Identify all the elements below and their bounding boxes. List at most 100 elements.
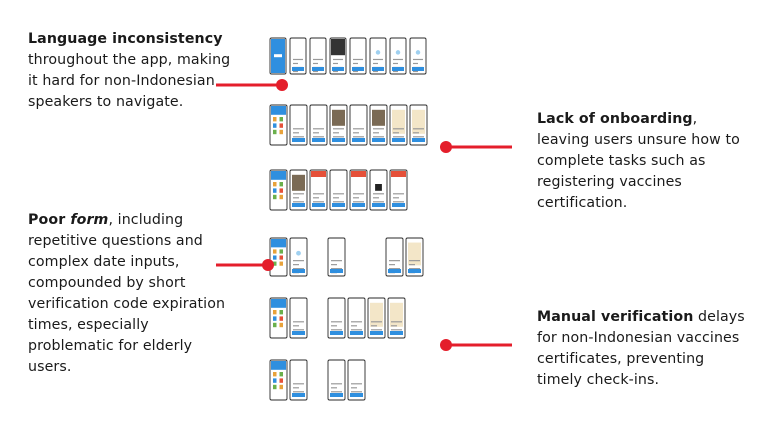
text-line bbox=[331, 268, 342, 270]
action-button bbox=[350, 331, 363, 335]
action-button bbox=[312, 203, 325, 207]
connector-dot bbox=[440, 339, 452, 351]
text-line bbox=[333, 70, 338, 73]
action-button bbox=[312, 138, 325, 142]
action-button bbox=[292, 393, 305, 397]
phone-screen-thumbnail bbox=[289, 237, 308, 277]
home-tile bbox=[279, 372, 283, 377]
connector-dot bbox=[440, 141, 452, 153]
home-tile bbox=[273, 378, 277, 383]
phone-frame bbox=[349, 37, 367, 75]
home-tile bbox=[273, 117, 277, 122]
document-preview bbox=[412, 109, 425, 134]
callout-connectors bbox=[216, 79, 512, 351]
phone-frame bbox=[269, 297, 288, 339]
alert-header bbox=[351, 171, 366, 177]
text-line bbox=[373, 197, 379, 199]
text-line bbox=[373, 136, 384, 138]
home-tile bbox=[279, 188, 283, 193]
phone-screen-thumbnail bbox=[369, 104, 388, 146]
action-button bbox=[372, 203, 385, 207]
connector bbox=[216, 259, 274, 271]
home-tile bbox=[273, 188, 277, 193]
text-line bbox=[293, 128, 304, 130]
text-line bbox=[393, 62, 398, 65]
phone-screen-thumbnail bbox=[289, 104, 308, 146]
text-line bbox=[373, 201, 384, 203]
text-line bbox=[331, 260, 342, 262]
text-line bbox=[351, 329, 362, 331]
home-tile bbox=[273, 316, 277, 321]
text-line bbox=[331, 387, 337, 389]
action-button bbox=[292, 269, 305, 273]
text-line bbox=[313, 70, 318, 73]
text-line bbox=[353, 136, 364, 138]
callout-body: , leaving users unsure how to complete t… bbox=[537, 111, 740, 211]
connector bbox=[440, 141, 512, 153]
text-line bbox=[333, 197, 339, 199]
text-line bbox=[373, 70, 378, 73]
text-line bbox=[393, 136, 404, 138]
home-tile bbox=[279, 249, 283, 254]
text-line bbox=[313, 62, 318, 65]
home-tile bbox=[279, 194, 283, 200]
text-line bbox=[293, 383, 304, 385]
callout-body: , including repetitive questions and com… bbox=[28, 212, 226, 375]
text-line bbox=[293, 62, 298, 65]
text-line bbox=[293, 260, 304, 262]
action-button bbox=[292, 67, 304, 71]
action-button bbox=[392, 138, 405, 142]
text-line bbox=[353, 70, 358, 73]
phone-frame bbox=[269, 169, 288, 211]
text-line bbox=[293, 391, 304, 393]
action-button bbox=[330, 269, 343, 273]
text-line bbox=[331, 329, 342, 331]
callout-title-pre: Poor bbox=[28, 212, 71, 228]
phone-screen-thumbnail bbox=[269, 169, 288, 211]
dark-header bbox=[331, 39, 345, 56]
text-line bbox=[373, 62, 378, 65]
text-line bbox=[413, 136, 424, 138]
phone-frame bbox=[269, 359, 288, 401]
text-line bbox=[293, 58, 303, 61]
phone-screen-thumbnail bbox=[269, 237, 288, 277]
text-line bbox=[293, 264, 299, 266]
phone-frame bbox=[309, 169, 328, 211]
text-line bbox=[351, 321, 362, 323]
photo-block bbox=[372, 109, 385, 126]
action-button bbox=[372, 138, 385, 142]
phone-frame bbox=[327, 237, 346, 277]
text-line bbox=[293, 329, 304, 331]
text-line bbox=[331, 383, 342, 385]
phone-screen-thumbnail bbox=[309, 37, 327, 75]
text-line bbox=[353, 197, 359, 199]
photo-block bbox=[292, 174, 305, 191]
phone-screen-thumbnail bbox=[269, 359, 288, 401]
text-line bbox=[333, 136, 344, 138]
phone-frame bbox=[289, 237, 308, 277]
home-tile bbox=[273, 384, 277, 390]
home-tile bbox=[273, 372, 277, 377]
action-button bbox=[332, 67, 344, 71]
text-line bbox=[389, 268, 400, 270]
phone-frame bbox=[289, 37, 307, 75]
text-line bbox=[389, 264, 395, 266]
action-button bbox=[412, 138, 425, 142]
phone-screen-thumbnail bbox=[289, 169, 308, 211]
phone-frame bbox=[369, 37, 387, 75]
success-badge bbox=[395, 50, 401, 55]
phone-frame bbox=[329, 169, 348, 211]
phone-frame bbox=[289, 104, 308, 146]
text-line bbox=[351, 325, 357, 327]
text-line bbox=[293, 132, 299, 134]
home-header bbox=[271, 299, 286, 308]
home-tile bbox=[273, 249, 277, 254]
text-line bbox=[373, 193, 384, 195]
text-line bbox=[409, 260, 420, 262]
action-button bbox=[350, 393, 363, 397]
text-line bbox=[391, 329, 402, 331]
phone-screen-thumbnail bbox=[387, 297, 406, 339]
action-button bbox=[412, 67, 424, 71]
callout-title-italic: form bbox=[70, 212, 109, 228]
action-button bbox=[292, 331, 305, 335]
